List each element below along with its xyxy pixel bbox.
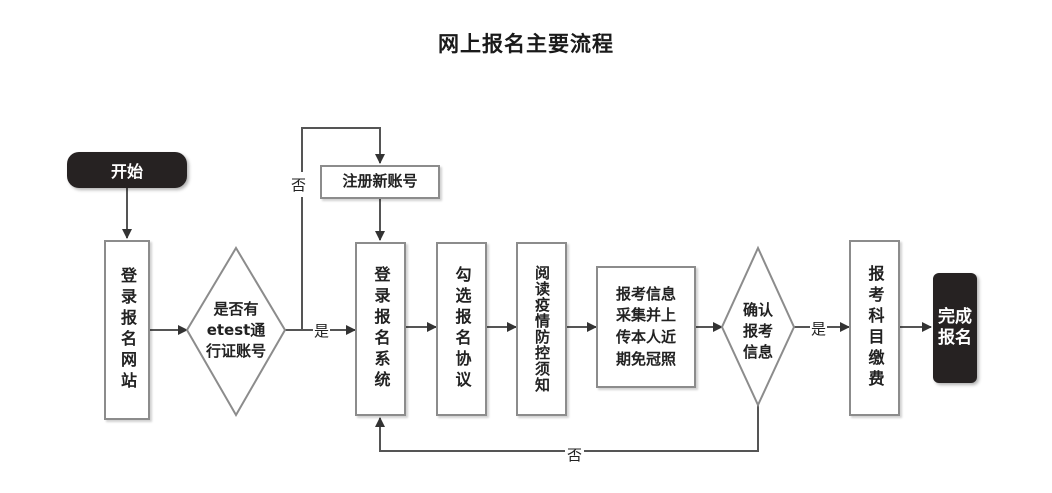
edge-decision-no-to-register [301,127,385,330]
login-site-box: 登录报名网站 [104,240,150,420]
read-notice-box: 阅读疫情防控须知 [516,242,567,416]
decision-etest-diamond [185,246,287,418]
confirm-info-label: 确认报考信息 [742,301,773,361]
confirm-yes-label: 是 [810,318,828,339]
pay-fee-box: 报考科目缴费 [849,240,900,416]
decision-confirm-diamond [720,245,796,408]
check-agreement-box: 勾选报名协议 [436,242,487,416]
pay-fee-label: 报考科目缴费 [865,265,885,391]
register-label: 注册新账号 [342,172,418,191]
confirm-no-label: 否 [565,444,585,465]
page-title: 网上报名主要流程 [438,32,614,56]
has-etest-label: 是否有etest通行证账号 [205,300,266,360]
collect-photo-box: 报考信息采集并上传本人近期免冠照 [596,266,696,388]
check-agreement-label: 勾选报名协议 [452,266,472,392]
etest-no-label: 否 [291,172,307,197]
login-site-label: 登录报名网站 [118,267,137,393]
etest-yes-label: 是 [313,320,331,341]
finish-label: 完成报名 [938,306,972,348]
finish-node: 完成报名 [933,273,977,383]
login-system-box: 登录报名系统 [355,242,406,416]
read-notice-label: 阅读疫情防控须知 [533,265,551,393]
start-label: 开始 [110,162,143,181]
start-node: 开始 [67,152,187,188]
register-box: 注册新账号 [320,165,440,199]
collect-photo-label: 报考信息采集并上传本人近期免冠照 [615,284,676,368]
login-system-label: 登录报名系统 [371,266,391,392]
